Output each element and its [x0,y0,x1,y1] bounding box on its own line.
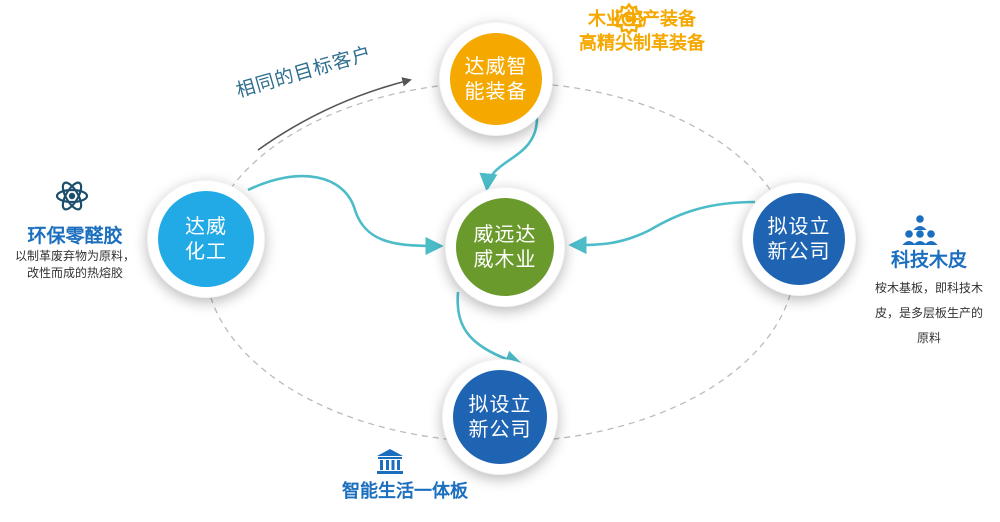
arrow-left-to-center [247,174,444,256]
annotation-left-desc-line2: 改性而成的热熔胶 [26,266,123,280]
annotation-right: 科技木皮 桉木基板，即科技木 皮，是多层板生产的 原料 [862,212,996,347]
atom-icon [55,181,89,211]
arrow-center-to-bottom [456,291,524,369]
node-new-company-right: 拟设立 新公司 [742,182,856,296]
node-label-line2: 新公司 [767,239,831,263]
annotation-right-desc-line1: 桉木基板，即科技木 [874,281,983,295]
node-label-line1: 威远达 [473,222,537,246]
arrow-top-to-center [479,117,539,192]
annotation-right-title: 科技木皮 [890,249,967,271]
annotation-right-desc-line3: 原料 [916,331,941,345]
node-label-line2: 威木业 [473,247,537,271]
gear-icon [612,2,646,36]
arc-label-arrow [257,77,412,151]
annotation-bottom-title: 智能生活一体板 [342,481,468,502]
node-label-line1: 拟设立 [468,392,532,416]
node-label-line1: 达威智 [464,54,528,78]
bank-building-icon [377,449,403,474]
node-dawei-smart-equipment: 达威智 能装备 [439,22,553,136]
node-weiyuan-dawei-wood: 威远达 威木业 [445,187,565,307]
annotation-right-desc-line2: 皮，是多层板生产的 [874,306,983,320]
node-label-line2: 能装备 [464,79,528,103]
node-label-line2: 新公司 [468,417,532,441]
node-new-company-bottom: 拟设立 新公司 [442,359,558,475]
annotation-left: 环保零醛胶 以制革废弃物为原料， 改性而成的热熔胶 [0,178,150,282]
node-label-line1: 达威 [185,214,227,238]
arrow-right-to-center [568,200,756,255]
node-dawei-chemical: 达威 化工 [147,180,265,298]
annotation-bottom: 智能生活一体板 [310,444,500,504]
annotation-left-desc-line1: 以制革废弃物为原料， [14,249,135,263]
annotation-top: 木业生产装备 高精尖制革装备 [567,8,717,56]
annotation-top-line2: 高精尖制革装备 [579,33,705,54]
people-group-icon [902,215,938,245]
node-label-line1: 拟设立 [767,214,831,238]
annotation-top-line1: 木业生产装备 [588,9,696,30]
node-label-line2: 化工 [185,239,227,263]
annotation-left-title: 环保零醛胶 [27,225,123,247]
